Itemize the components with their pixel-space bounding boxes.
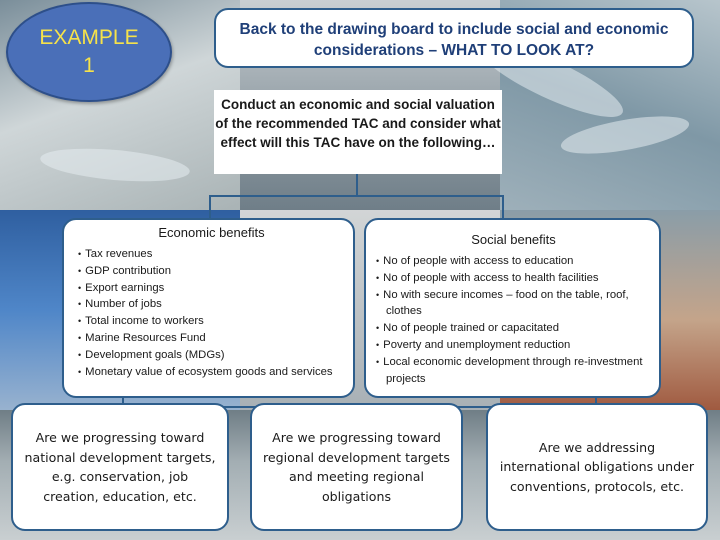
list-item: Poverty and unemployment reduction [376,337,651,354]
conduct-text: Conduct an economic and social valuation… [215,97,501,150]
list-item: Tax revenues [78,246,345,263]
list-item: Marine Resources Fund [78,330,345,347]
list-item: Number of jobs [78,296,345,313]
list-item: Export earnings [78,280,345,297]
connector-to-national [122,394,124,406]
list-item: Local economic development through re-in… [376,354,651,388]
list-item: Total income to workers [78,313,345,330]
title-box: Back to the drawing board to include soc… [214,8,694,68]
connector-to-economic [209,195,211,219]
economic-benefits-list: Tax revenues GDP contribution Export ear… [78,246,345,380]
list-item: Monetary value of ecosystem goods and se… [78,364,345,381]
regional-targets-text: Are we progressing toward regional devel… [263,430,450,504]
list-item: GDP contribution [78,263,345,280]
example-number: 1 [83,54,95,77]
connector-to-social [502,195,504,219]
social-benefits-list: No of people with access to education No… [376,253,651,387]
international-obligations-text: Are we addressing international obligati… [499,439,695,494]
list-item: Development goals (MDGs) [78,347,345,364]
conduct-valuation-box: Conduct an economic and social valuation… [214,90,502,174]
connector-top-horizontal [209,195,503,197]
social-benefits-box: Social benefits No of people with access… [364,218,661,398]
international-obligations-box: Are we addressing international obligati… [486,403,708,531]
list-item: No of people with access to education [376,253,651,270]
economic-benefits-box: Economic benefits Tax revenues GDP contr… [62,218,355,398]
social-benefits-heading: Social benefits [471,232,556,247]
regional-targets-box: Are we progressing toward regional devel… [250,403,463,531]
economic-benefits-heading: Economic benefits [158,225,265,240]
national-targets-box: Are we progressing toward national devel… [11,403,229,531]
national-targets-text: Are we progressing toward national devel… [24,430,216,504]
example-badge: EXAMPLE 1 [6,2,172,102]
list-item: No of people trained or capacitated [376,320,651,337]
list-item: No with secure incomes – food on the tab… [376,287,651,321]
connector-to-international [595,394,597,406]
connector-conduct-down [356,174,358,196]
title-text: Back to the drawing board to include soc… [239,21,669,59]
example-label: EXAMPLE [39,26,139,49]
list-item: No of people with access to health facil… [376,270,651,287]
